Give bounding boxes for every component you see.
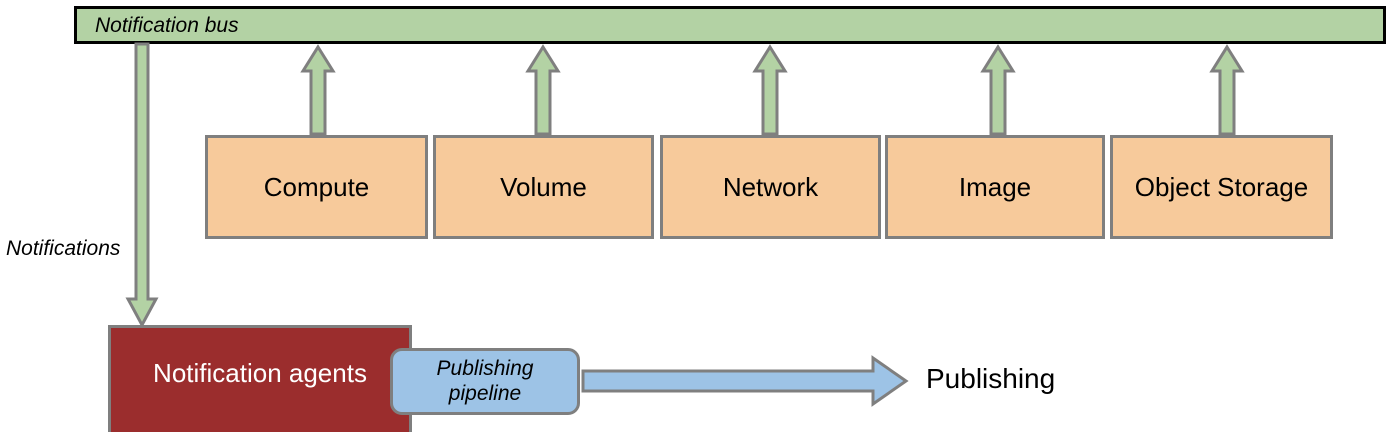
network-to-bus-arrow — [752, 44, 788, 136]
network-to-bus-arrow-shape — [752, 44, 788, 136]
compute-to-bus-arrow — [300, 44, 336, 136]
notification-agents-label: Notification agents — [153, 358, 367, 388]
notifications-label: Notifications — [6, 237, 121, 260]
image-to-bus-arrow — [980, 44, 1016, 136]
publishing-pipeline-label-line1: Publishing — [436, 357, 534, 381]
service-box[interactable]: Compute — [205, 135, 428, 239]
volume-to-bus-arrow-shape — [525, 44, 561, 136]
bus-to-agents-arrow-shape — [125, 42, 159, 329]
service-box-label: Object Storage — [1134, 172, 1309, 202]
volume-to-bus-arrow — [525, 44, 561, 136]
pipeline-to-publishing-arrow — [581, 355, 909, 407]
bus-to-agents-arrow — [125, 42, 159, 329]
service-box[interactable]: Volume — [433, 135, 654, 239]
service-box[interactable]: Network — [660, 135, 881, 239]
service-box[interactable]: Object Storage — [1110, 135, 1333, 239]
pipeline-to-publishing-arrow-shape — [581, 355, 909, 407]
service-box-label: Compute — [263, 172, 370, 202]
compute-to-bus-arrow-shape — [300, 44, 336, 136]
publishing-pipeline-label-line2: pipeline — [448, 381, 522, 405]
object-storage-to-bus-arrow-shape — [1209, 44, 1245, 136]
object-storage-to-bus-arrow — [1209, 44, 1245, 136]
notification-bus-label: Notification bus — [95, 13, 239, 37]
publishing-label: Publishing — [926, 363, 1056, 394]
service-box-label: Image — [958, 172, 1032, 202]
publishing-pipeline-box: Publishing pipeline — [390, 348, 580, 415]
service-box[interactable]: Image — [885, 135, 1105, 239]
image-to-bus-arrow-shape — [980, 44, 1016, 136]
notification-agents-box: Notification agents — [108, 325, 412, 432]
service-box-label: Volume — [500, 172, 587, 202]
service-box-label: Network — [722, 172, 819, 202]
notification-bus: Notification bus — [74, 6, 1386, 44]
